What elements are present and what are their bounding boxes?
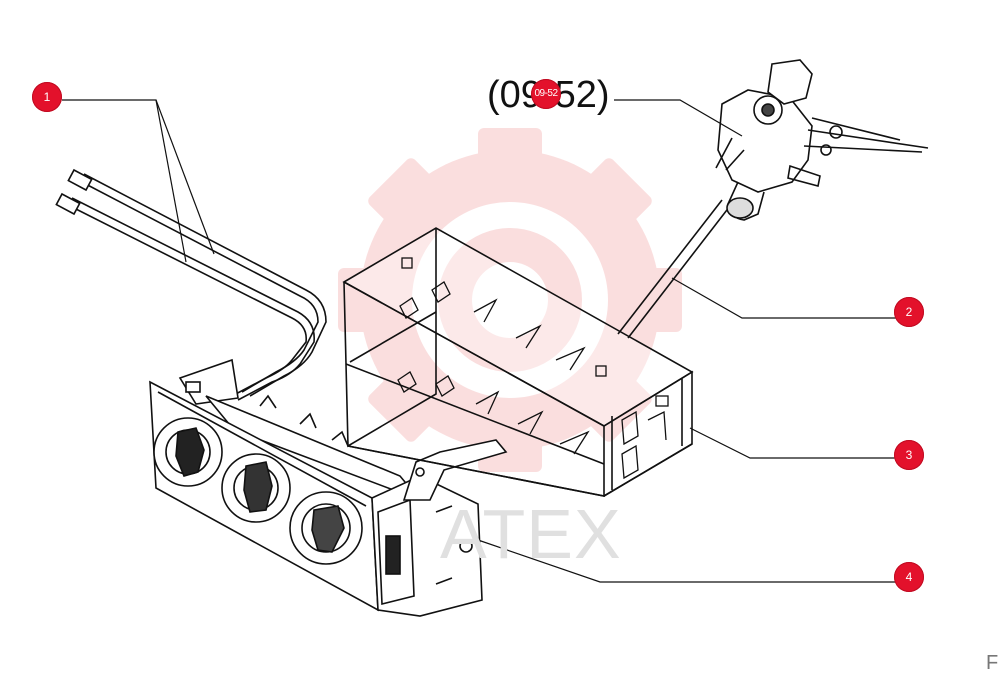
wiring-harness — [55, 168, 327, 401]
callout-09-52[interactable]: 09-52 — [531, 79, 561, 109]
control-cable-valve — [617, 59, 929, 339]
callout-3[interactable]: 3 — [894, 440, 924, 470]
heater-control-panel — [149, 358, 508, 617]
corner-glyph: F — [986, 652, 999, 674]
mounting-frame — [342, 227, 694, 497]
callout-2[interactable]: 2 — [894, 297, 924, 327]
watermark-text: ATEX — [440, 495, 622, 573]
callout-1[interactable]: 1 — [32, 82, 62, 112]
watermark-gear-icon — [338, 128, 682, 472]
callout-4[interactable]: 4 — [894, 562, 924, 592]
